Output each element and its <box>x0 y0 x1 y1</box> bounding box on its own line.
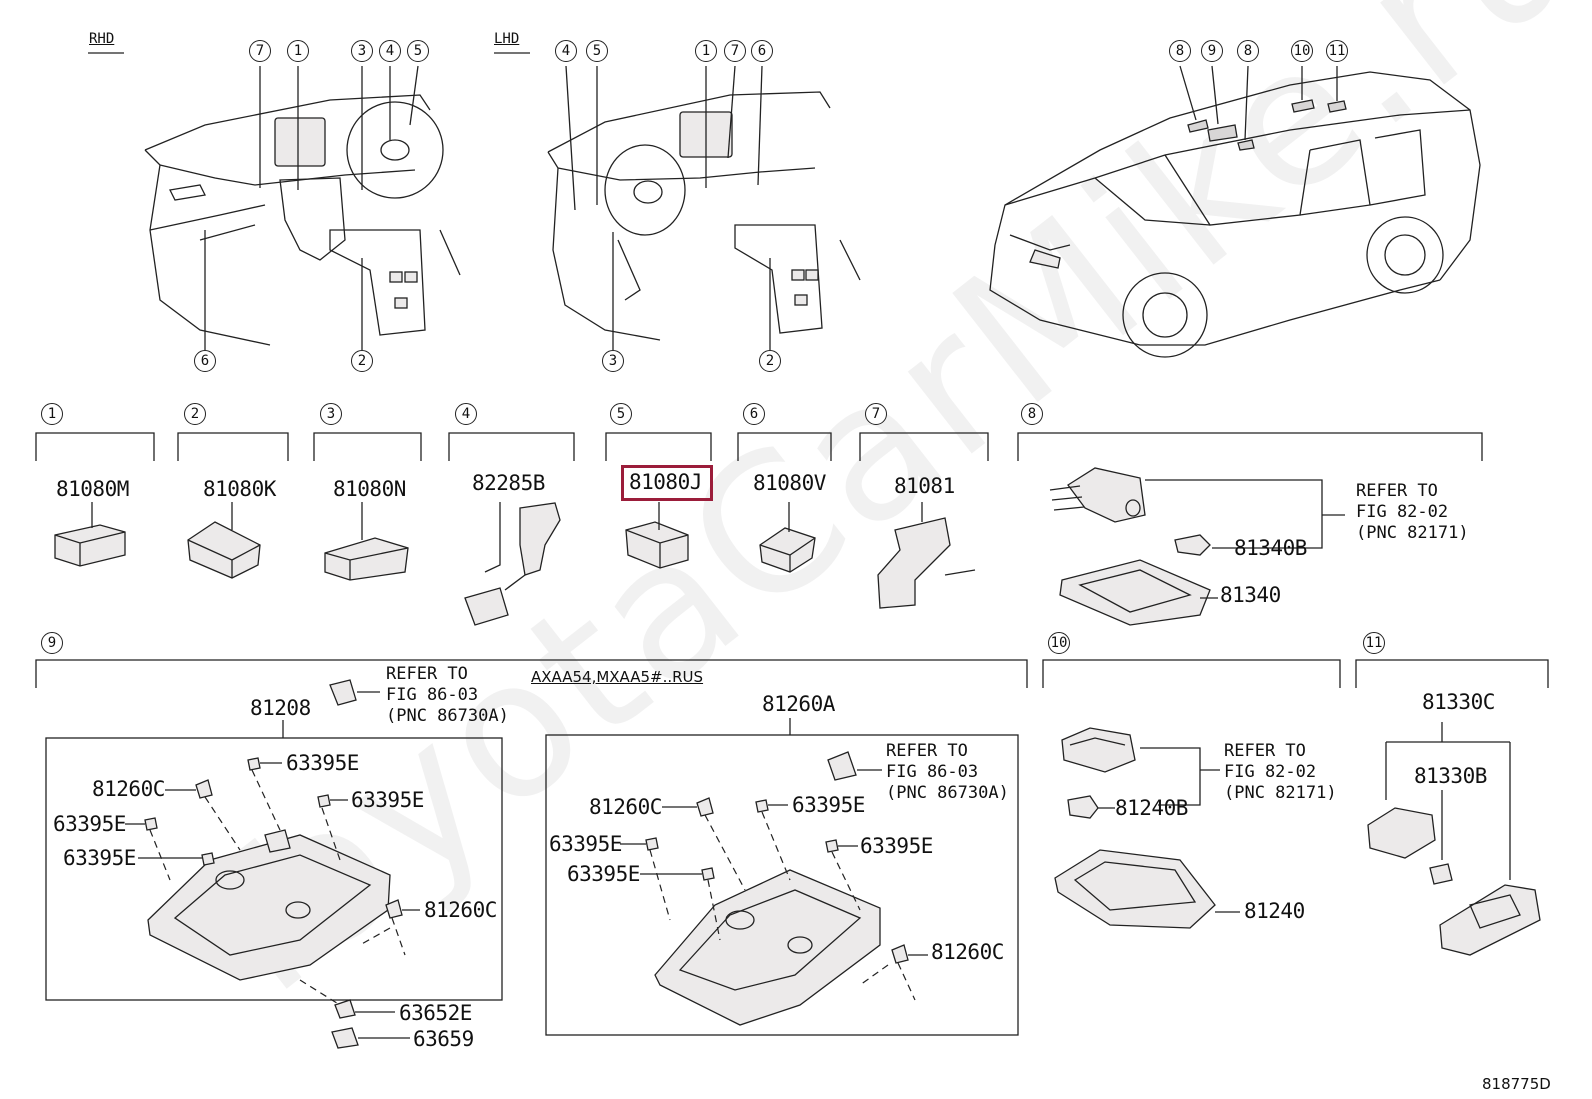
part-81330b[interactable]: 81330B <box>1414 764 1487 788</box>
group-10-number: 10 <box>1048 632 1070 654</box>
car-callout-11[interactable]: 11 <box>1326 40 1348 62</box>
g9-right-refer-line1: REFER TO <box>886 741 968 761</box>
group-6-number: 6 <box>743 403 765 425</box>
lhd-callout-1[interactable]: 1 <box>695 40 717 62</box>
group-3-number: 3 <box>320 403 342 425</box>
rhd-callout-4[interactable]: 4 <box>379 40 401 62</box>
g9-right-condition: AXAA54,MXAA5#..RUS <box>531 668 704 686</box>
group-8-drawing <box>1049 467 1345 626</box>
group-1-number: 1 <box>41 403 63 425</box>
part-81080k[interactable]: 81080K <box>203 477 276 501</box>
lhd-callout-6[interactable]: 6 <box>751 40 773 62</box>
part-81340[interactable]: 81340 <box>1220 583 1281 607</box>
lhd-callout-3[interactable]: 3 <box>602 350 624 372</box>
g9r-label-63395e-b[interactable]: 63395E <box>549 832 622 856</box>
part-81080m-drawing <box>54 502 126 567</box>
part-81081-drawing <box>877 502 976 609</box>
g9r-label-63395e-a[interactable]: 63395E <box>792 793 865 817</box>
car-callout-10[interactable]: 10 <box>1291 40 1313 62</box>
group-8-number: 8 <box>1021 403 1043 425</box>
part-81208[interactable]: 81208 <box>250 696 311 720</box>
g9r-label-81260c-a[interactable]: 81260C <box>589 795 662 819</box>
highlight-box <box>621 465 713 501</box>
lhd-callout-5[interactable]: 5 <box>586 40 608 62</box>
lhd-callout-7[interactable]: 7 <box>724 40 746 62</box>
group-2-number: 2 <box>184 403 206 425</box>
rhd-callout-6[interactable]: 6 <box>194 350 216 372</box>
rhd-callout-2[interactable]: 2 <box>351 350 373 372</box>
car-callout-9[interactable]: 9 <box>1201 40 1223 62</box>
car-callout-8b[interactable]: 8 <box>1237 40 1259 62</box>
group-10-refer-line3: (PNC 82171) <box>1224 783 1337 803</box>
part-81081[interactable]: 81081 <box>894 474 955 498</box>
lhd-callout-2[interactable]: 2 <box>759 350 781 372</box>
group-9-number: 9 <box>41 632 63 654</box>
part-63652e[interactable]: 63652E <box>399 1001 472 1025</box>
group-10-refer-line1: REFER TO <box>1224 741 1306 761</box>
group-10-drawing <box>1054 727 1240 929</box>
group-8-refer-line1: REFER TO <box>1356 481 1438 501</box>
part-81240[interactable]: 81240 <box>1244 899 1305 923</box>
car-illustration <box>989 65 1481 358</box>
g9l-label-63395e-c[interactable]: 63395E <box>53 812 126 836</box>
group-8-refer-line2[interactable]: FIG 82-02 <box>1356 502 1449 522</box>
part-81260a[interactable]: 81260A <box>762 692 835 716</box>
rhd-dashboard-illustration <box>144 65 461 350</box>
group-8-refer-line3: (PNC 82171) <box>1356 523 1469 543</box>
g9r-label-81260c-b[interactable]: 81260C <box>931 940 1004 964</box>
g9-left-refer-line2[interactable]: FIG 86-03 <box>386 685 479 705</box>
g9l-label-81260c-b[interactable]: 81260C <box>424 898 497 922</box>
lhd-callout-4[interactable]: 4 <box>555 40 577 62</box>
rhd-callout-5[interactable]: 5 <box>407 40 429 62</box>
lhd-label: LHD <box>494 31 520 47</box>
part-81080j[interactable]: 81080J <box>629 470 702 494</box>
part-63659[interactable]: 63659 <box>413 1027 474 1051</box>
lhd-dashboard-illustration <box>547 65 861 350</box>
part-81340b[interactable]: 81340B <box>1234 536 1307 560</box>
rhd-callout-1[interactable]: 1 <box>287 40 309 62</box>
g9-right-refer-line3: (PNC 86730A) <box>886 783 1009 803</box>
part-81080m[interactable]: 81080M <box>56 477 129 501</box>
group-11-drawing <box>1367 722 1541 956</box>
g9-left-refer-line3: (PNC 86730A) <box>386 706 509 726</box>
g9r-label-63395e-d[interactable]: 63395E <box>567 862 640 886</box>
part-81080v-drawing <box>759 502 816 573</box>
diagram-id: 818775D <box>1482 1075 1551 1093</box>
part-82285b[interactable]: 82285B <box>472 471 545 495</box>
part-81080v[interactable]: 81080V <box>753 471 826 495</box>
part-81240b[interactable]: 81240B <box>1115 796 1188 820</box>
g9l-label-63395e-d[interactable]: 63395E <box>63 846 136 870</box>
g9l-label-63395e-b[interactable]: 63395E <box>351 788 424 812</box>
part-81080n[interactable]: 81080N <box>333 477 406 501</box>
g9-left-refer-line1: REFER TO <box>386 664 468 684</box>
part-81330c[interactable]: 81330C <box>1422 690 1495 714</box>
part-81080j-drawing <box>625 502 689 569</box>
group-11-number: 11 <box>1363 632 1385 654</box>
g9l-label-63395e-a[interactable]: 63395E <box>286 751 359 775</box>
housing-81208-drawing <box>125 679 420 1049</box>
group-4-number: 4 <box>455 403 477 425</box>
car-callout-8a[interactable]: 8 <box>1169 40 1191 62</box>
part-82285b-drawing <box>464 502 561 626</box>
group-10-refer-line2[interactable]: FIG 82-02 <box>1224 762 1317 782</box>
rhd-callout-3[interactable]: 3 <box>351 40 373 62</box>
group-7-number: 7 <box>865 403 887 425</box>
g9r-label-63395e-c[interactable]: 63395E <box>860 834 933 858</box>
part-81080n-drawing <box>324 502 409 581</box>
group-5-number: 5 <box>610 403 632 425</box>
rhd-label: RHD <box>89 31 115 47</box>
g9-right-refer-line2[interactable]: FIG 86-03 <box>886 762 979 782</box>
rhd-callout-7[interactable]: 7 <box>249 40 271 62</box>
part-81080k-drawing <box>187 502 261 579</box>
g9l-label-81260c-a[interactable]: 81260C <box>92 777 165 801</box>
housing-81260a-drawing <box>620 751 928 1026</box>
